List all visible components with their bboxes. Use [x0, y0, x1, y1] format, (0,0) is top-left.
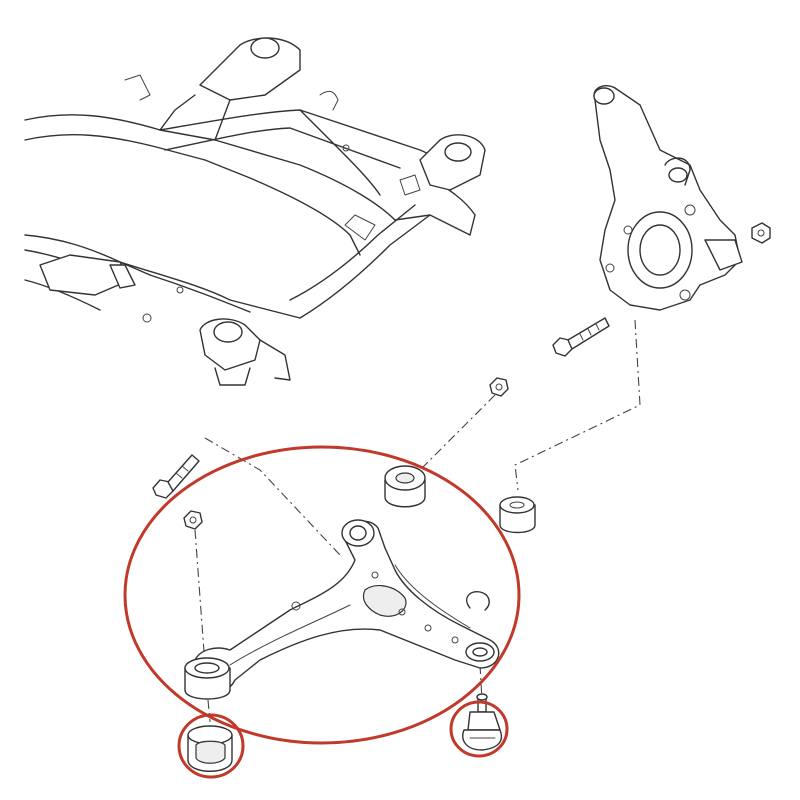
ball-joint-highlight-circle	[449, 700, 509, 758]
assembly-guide-lines	[194, 319, 641, 723]
bushing-nut	[489, 377, 509, 397]
knuckle-nut	[751, 222, 771, 244]
replacement-ball-joint	[462, 693, 503, 751]
front-subframe	[24, 37, 486, 386]
front-pivot-nut	[183, 510, 203, 530]
front-pivot-bolt	[152, 454, 200, 499]
highlight-markers	[123, 445, 521, 779]
bushing-highlight-circle	[177, 713, 245, 779]
steering-knuckle	[593, 84, 743, 311]
rear-bushing-standalone	[499, 496, 536, 534]
arm-rear-bushing	[384, 465, 426, 508]
knuckle-pinch-bolt	[552, 317, 610, 357]
control-arm-highlight-circle	[123, 445, 521, 745]
replacement-bushing	[187, 725, 233, 772]
lower-control-arm	[189, 519, 500, 696]
arm-front-bushing-installed	[184, 657, 231, 700]
ball-joint-circlip	[466, 591, 490, 611]
